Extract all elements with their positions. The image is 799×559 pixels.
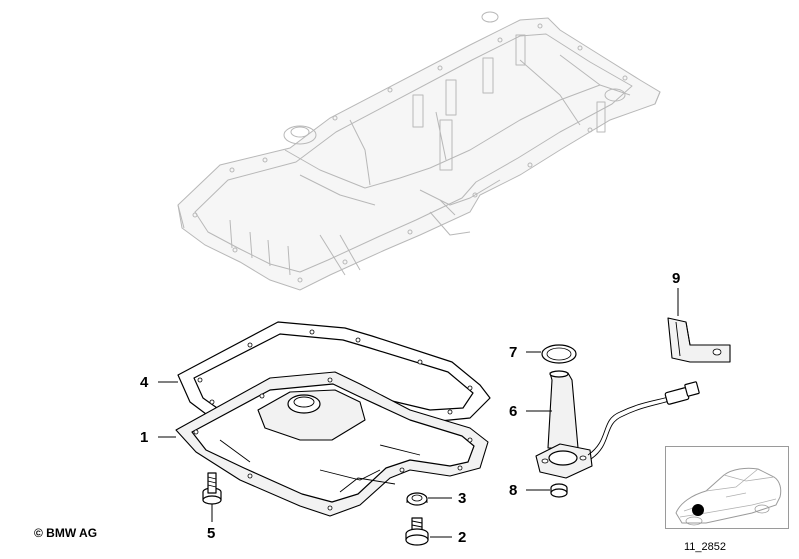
seal-ring <box>406 492 428 506</box>
upper-oil-pan-housing <box>177 11 661 291</box>
drain-plug <box>405 517 429 546</box>
copyright-label: © BMW AG <box>34 526 98 540</box>
callout-3: 3 <box>458 490 466 507</box>
callout-8: 8 <box>509 482 517 499</box>
callout-1: 1 <box>140 429 148 446</box>
o-ring <box>541 344 577 364</box>
vehicle-location-thumbnail <box>665 446 789 529</box>
diagram-id-label: 11_2852 <box>684 541 727 553</box>
bolt-pan-flange <box>202 472 222 505</box>
callouts: 1 2 3 4 5 6 7 8 9 <box>140 270 680 546</box>
callout-4: 4 <box>140 374 149 391</box>
sensor-seal <box>550 483 568 498</box>
car-outline-icon <box>675 467 782 526</box>
callout-7: 7 <box>509 344 517 361</box>
callout-9: 9 <box>672 270 680 287</box>
callout-5: 5 <box>207 525 215 542</box>
location-marker-dot <box>692 504 704 516</box>
oil-level-sensor <box>535 370 700 479</box>
callout-2: 2 <box>458 529 466 546</box>
bracket <box>667 317 731 363</box>
oil-pan <box>175 371 489 517</box>
callout-6: 6 <box>509 403 517 420</box>
